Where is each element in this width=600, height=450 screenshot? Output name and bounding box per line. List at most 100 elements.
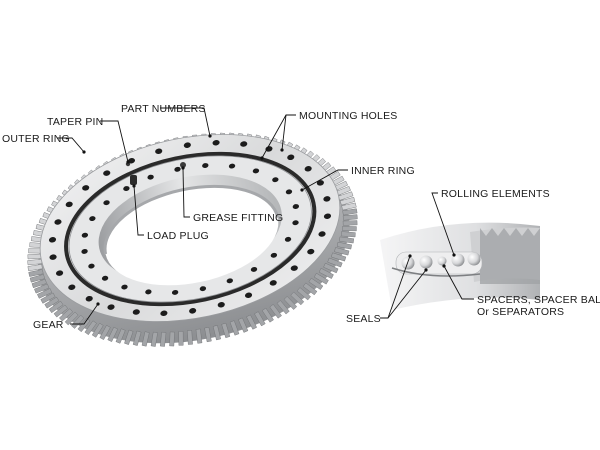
gear-tooth <box>195 328 203 344</box>
rolling-element-balls <box>401 252 481 270</box>
leader-dot <box>408 254 412 258</box>
callout-labels: PART NUMBERS TAPER PIN OUTER RING MOUNTI… <box>2 103 600 331</box>
gear-tooth <box>27 253 43 260</box>
inner-mounting-hole <box>285 189 293 195</box>
leader-spacers <box>443 265 474 300</box>
inner-mounting-hole <box>250 266 258 272</box>
gear-tooth <box>290 291 305 306</box>
inner-mounting-hole <box>252 168 260 174</box>
inner-mounting-hole <box>292 204 300 209</box>
gear-tooth <box>132 330 142 346</box>
outer-mounting-hole <box>155 148 163 155</box>
gear-tooth <box>212 325 221 341</box>
outer-mounting-hole <box>82 185 90 191</box>
load-plug <box>130 175 137 185</box>
section-seal <box>391 267 481 277</box>
spacer-ball <box>437 256 447 266</box>
bore-opening <box>105 186 279 286</box>
gear-tooth <box>269 304 282 319</box>
bore-inner-shadow <box>103 184 280 255</box>
outer-mounting-hole <box>49 254 57 260</box>
outer-mounting-hole <box>217 301 225 308</box>
outer-ring-mounting-holes <box>48 139 332 317</box>
inner-mounting-hole <box>88 263 95 269</box>
inner-mounting-hole <box>292 220 299 226</box>
outer-mounting-hole <box>107 304 115 310</box>
leader-dot <box>442 264 446 268</box>
label-part-numbers: PART NUMBERS <box>121 103 206 115</box>
label-seals: SEALS <box>346 313 381 325</box>
gear-tooth <box>31 278 47 289</box>
leader-taper-pin <box>100 120 129 163</box>
leader-dot <box>260 156 264 160</box>
gear-tooth <box>59 308 74 322</box>
seal-gap <box>64 151 317 307</box>
label-rolling-elements: ROLLING ELEMENTS <box>441 188 550 200</box>
gear-tooth <box>40 292 56 304</box>
gear-tooth <box>342 208 358 216</box>
cross-section-illustration <box>380 222 540 310</box>
leader-dot <box>82 150 86 154</box>
inner-mounting-hole <box>174 166 181 172</box>
gear-tooth <box>48 300 64 314</box>
label-spacers-line1: SPACERS, SPACER BALLS <box>477 294 600 306</box>
outer-mounting-hole <box>183 142 191 148</box>
gear-tooth <box>229 320 240 336</box>
inner-mounting-hole <box>103 200 110 206</box>
gear-tooth <box>28 269 44 277</box>
gear-tooth <box>342 226 357 232</box>
outer-mounting-hole <box>290 265 298 271</box>
outer-mounting-hole <box>265 146 273 152</box>
gear-tooth <box>238 317 249 333</box>
label-mounting-holes: MOUNTING HOLES <box>299 110 397 122</box>
rolling-element-ball <box>451 253 465 267</box>
gear-tooth <box>313 272 329 285</box>
gear-tooth <box>29 274 45 283</box>
gear-tooth <box>323 262 339 274</box>
gear-tooth <box>336 241 352 250</box>
outer-mounting-hole <box>68 284 76 290</box>
label-gear: GEAR <box>33 319 64 331</box>
gear-tooth <box>115 328 126 344</box>
inner-mounting-hole <box>147 174 154 180</box>
gear-tooth <box>34 283 50 294</box>
outer-mounting-hole <box>304 166 312 172</box>
inner-ring-mounting-holes <box>81 163 300 295</box>
gear-tooth <box>308 277 324 290</box>
outer-mounting-hole <box>212 139 220 146</box>
label-load-plug: LOAD PLUG <box>147 230 209 242</box>
gear-tooth <box>124 329 134 345</box>
leader-dot <box>181 166 185 170</box>
gear-tooth <box>221 322 231 339</box>
inner-mounting-hole <box>270 252 278 258</box>
gear-tooth <box>91 322 104 338</box>
rolling-element-ball <box>419 255 433 269</box>
outer-mounting-hole <box>85 295 93 302</box>
inner-mounting-hole <box>272 177 279 183</box>
gear-tooth <box>141 331 150 347</box>
inner-mounting-hole <box>171 289 179 295</box>
gear-tooth <box>53 304 68 318</box>
inner-mounting-hole <box>145 289 152 295</box>
leader-rolling-elements <box>431 192 455 256</box>
gear-tooth <box>64 311 79 326</box>
leader-dots <box>82 134 456 306</box>
inner-mounting-hole <box>81 232 89 238</box>
outer-mounting-hole <box>103 170 111 176</box>
gear-tooth <box>37 288 53 299</box>
label-taper-pin: TAPER PIN <box>47 116 103 128</box>
section-gear-profile <box>480 228 540 284</box>
gear-tooth <box>187 330 193 345</box>
gear-tooth <box>84 320 97 335</box>
leader-dot <box>126 160 130 164</box>
outer-mounting-hole <box>132 309 140 315</box>
gear-tooth <box>71 314 85 329</box>
gear-tooth <box>27 264 43 272</box>
outer-mounting-hole <box>287 154 295 161</box>
gear-tooth <box>341 202 357 211</box>
outer-mounting-hole <box>323 213 332 219</box>
gear-tooth <box>276 300 290 315</box>
inner-mounting-hole <box>123 186 130 191</box>
leader-dot <box>424 268 428 272</box>
